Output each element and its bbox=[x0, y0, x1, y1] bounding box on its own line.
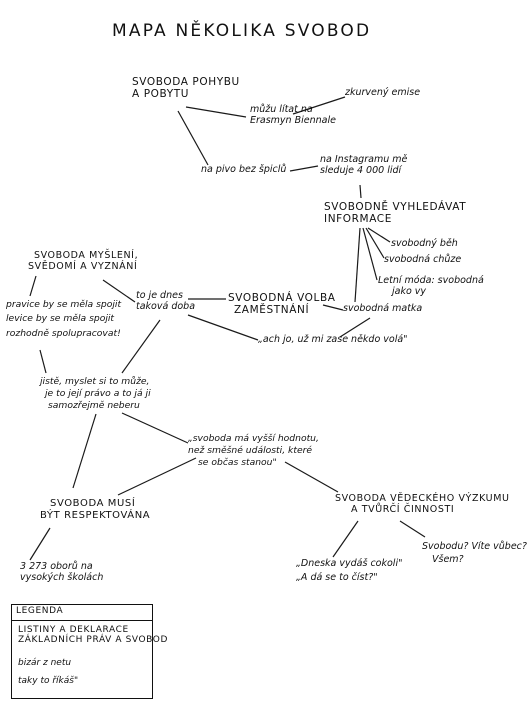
legend-entry-taky: taky to říkáš" bbox=[18, 676, 78, 686]
node-svobodne-vyhledavat-informace: SVOBODNĚ VYHLEDÁVAT INFORMACE bbox=[324, 201, 466, 225]
node-chuze: svobodná chůze bbox=[384, 254, 462, 266]
node-hodnota: „svoboda má vyšší hodnotu, než směšné ud… bbox=[188, 433, 319, 469]
node-label-line: BÝT RESPEKTOVÁNA bbox=[40, 509, 151, 521]
node-line: samozřejmě neberu bbox=[48, 399, 140, 411]
node-ach-jo: „ach jo, už mi zase někdo volá" bbox=[258, 334, 408, 346]
edge-erasmus-emise bbox=[292, 96, 346, 115]
legend-entry-deklarace: LISTINY A DEKLARACE ZÁKLADNÍCH PRÁV A SV… bbox=[18, 625, 168, 646]
node-line: svobodná chůze bbox=[384, 254, 462, 265]
edge-dnes-jiste bbox=[121, 319, 161, 374]
legend-title: LEGENDA bbox=[16, 606, 64, 616]
node-obory: 3 273 oborů na vysokých školách bbox=[20, 561, 104, 584]
node-dnes: to je dnes taková doba bbox=[136, 290, 196, 313]
node-line: Svobodu? Víte vůbec? bbox=[422, 541, 527, 552]
edge-pravice-jiste bbox=[39, 349, 47, 374]
node-moda: Letní móda: svobodná jako vy bbox=[378, 275, 484, 298]
node-beh: svobodný běh bbox=[391, 238, 458, 250]
node-vydas: „Dneska vydáš cokoli" „A dá se to číst?" bbox=[296, 557, 402, 586]
edge-mysleni-dnes bbox=[102, 279, 136, 303]
node-line: než směšné události, které bbox=[188, 444, 313, 456]
edge-pivo-instagram bbox=[289, 165, 319, 172]
edge-respekt-obory bbox=[29, 527, 51, 561]
edge-jiste-hodnota bbox=[121, 412, 189, 444]
edge-dnes-ach bbox=[187, 314, 259, 341]
node-line: pravice by se měla spojit bbox=[6, 299, 122, 310]
node-svoboda-pohybu: SVOBODA POHYBU A POBYTU bbox=[132, 76, 240, 100]
legend-entry-bizar: bizár z netu bbox=[18, 658, 71, 668]
node-line: jako vy bbox=[392, 285, 427, 297]
edge-mysleni-pravice bbox=[29, 275, 37, 297]
node-label-line: SVOBODA MYŠLENÍ, bbox=[34, 250, 139, 261]
node-label-line: SVOBODNÁ VOLBA bbox=[228, 292, 336, 304]
edge-ach-matka bbox=[339, 317, 371, 338]
edge-pohybu-pivo bbox=[177, 110, 209, 166]
node-jiste: jistě, myslet si to může, je to její prá… bbox=[40, 376, 151, 412]
node-pivo: na pivo bez špiclů bbox=[201, 164, 287, 176]
node-label-line: SVOBODA MUSÍ bbox=[50, 498, 136, 509]
node-label-line: A TVŮRČÍ ČINNOSTI bbox=[351, 503, 455, 515]
node-line: na Instagramu mě bbox=[320, 154, 408, 165]
map-title: MAPA NĚKOLIKA SVOBOD bbox=[112, 21, 372, 41]
edge-jiste-respekt bbox=[72, 413, 97, 489]
node-line: levice by se měla spojit bbox=[6, 313, 115, 325]
edge-pohybu-erasmus bbox=[185, 106, 247, 118]
edge-vyzkum-vydas bbox=[332, 520, 359, 558]
node-line: zkurvený emise bbox=[345, 87, 421, 98]
node-line: Letní móda: svobodná bbox=[378, 275, 484, 286]
node-line: Erasmyn Biennale bbox=[250, 114, 336, 126]
node-line: Všem? bbox=[432, 554, 464, 566]
legend: LEGENDA LISTINY A DEKLARACE ZÁKLADNÍCH P… bbox=[11, 604, 167, 699]
node-matka: svobodná matka bbox=[343, 303, 423, 315]
node-vite: Svobodu? Víte vůbec? Všem? bbox=[422, 540, 527, 567]
node-line: jistě, myslet si to může, bbox=[40, 376, 150, 387]
edge-hodnota-vyzkum bbox=[284, 461, 339, 493]
node-line: vysokých školách bbox=[20, 571, 104, 583]
edge-informace-beh bbox=[367, 227, 391, 243]
node-svoboda-vedeckeho-vyzkumu: SVOBODA VĚDECKÉHO VÝZKUMU A TVŮRČÍ ČINNO… bbox=[335, 493, 510, 516]
node-line: taková doba bbox=[136, 300, 196, 312]
node-line: svobodná matka bbox=[343, 303, 423, 314]
legend-line: ZÁKLADNÍCH PRÁV A SVOBOD bbox=[18, 635, 168, 646]
node-label-line: SVĚDOMÍ A VYZNÁNÍ bbox=[28, 260, 138, 272]
node-label-line: A POBYTU bbox=[132, 88, 190, 101]
node-line: můžu lítat na bbox=[250, 104, 313, 115]
node-line: svobodný běh bbox=[391, 238, 458, 249]
edge-informace-chuze bbox=[365, 227, 385, 259]
node-line: na pivo bez špiclů bbox=[201, 164, 287, 175]
node-svobodna-volba-zamestnani: SVOBODNÁ VOLBA ZAMĚSTNÁNÍ bbox=[228, 292, 336, 316]
node-line: „svoboda má vyšší hodnotu, bbox=[188, 433, 319, 444]
legend-header: LEGENDA bbox=[12, 605, 152, 621]
node-erasmus: můžu lítat na Erasmyn Biennale bbox=[250, 104, 336, 127]
node-line: sleduje 4 000 lidí bbox=[320, 164, 402, 176]
node-line: „Dneska vydáš cokoli" bbox=[296, 558, 403, 569]
legend-line: LISTINY A DEKLARACE bbox=[18, 625, 129, 635]
node-emise: zkurvený emise bbox=[345, 87, 421, 99]
node-instagram: na Instagramu mě sleduje 4 000 lidí bbox=[320, 154, 408, 177]
node-line: „A dá se to číst?" bbox=[296, 572, 378, 584]
node-line: je to její právo a to já ji bbox=[45, 387, 151, 399]
node-line: se občas stanou" bbox=[198, 456, 277, 468]
node-label-line: INFORMACE bbox=[324, 213, 392, 226]
node-line: rozhodně spolupracovat! bbox=[6, 327, 121, 339]
node-svoboda-musi-byt-respektovana: SVOBODA MUSÍ BÝT RESPEKTOVÁNA bbox=[40, 498, 150, 521]
edge-instagram-informace bbox=[359, 184, 362, 199]
node-pravice: pravice by se měla spojit levice by se m… bbox=[6, 298, 121, 341]
node-label-line: SVOBODNĚ VYHLEDÁVAT bbox=[324, 201, 467, 213]
edge-informace-matka bbox=[354, 227, 361, 303]
edge-hodnota-respekt bbox=[117, 457, 197, 496]
edge-matka-volba bbox=[322, 304, 344, 311]
node-line: „ach jo, už mi zase někdo volá" bbox=[258, 334, 408, 345]
edge-vyzkum-vite bbox=[399, 520, 426, 538]
node-label-line: ZAMĚSTNÁNÍ bbox=[234, 304, 310, 317]
node-line: 3 273 oborů na bbox=[20, 561, 93, 572]
node-line: to je dnes bbox=[136, 290, 183, 301]
node-label-line: SVOBODA POHYBU bbox=[132, 76, 240, 88]
edge-informace-moda bbox=[362, 227, 378, 281]
legend-line: taky to říkáš" bbox=[18, 676, 79, 686]
node-svoboda-mysleni: SVOBODA MYŠLENÍ, SVĚDOMÍ A VYZNÁNÍ bbox=[28, 250, 139, 273]
node-label-line: SVOBODA VĚDECKÉHO VÝZKUMU bbox=[335, 493, 510, 504]
legend-line: bizár z netu bbox=[18, 658, 72, 668]
